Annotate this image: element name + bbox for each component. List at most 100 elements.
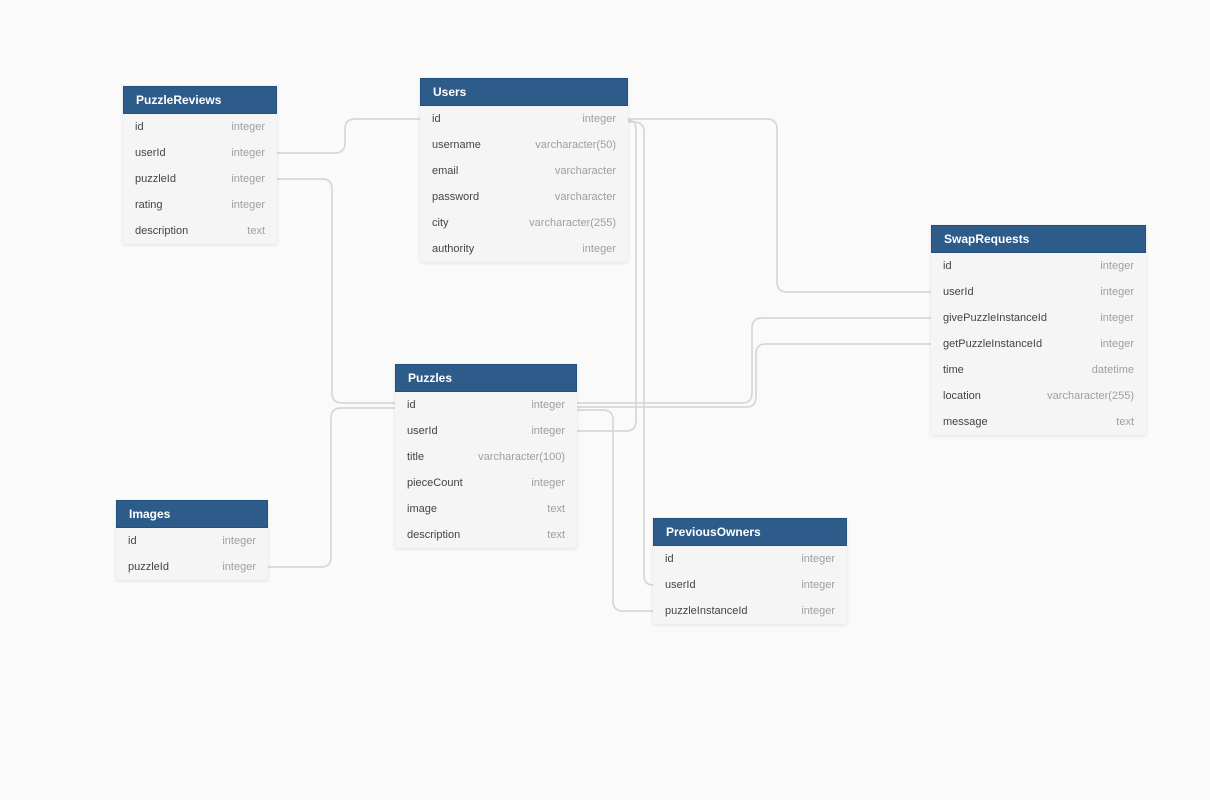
field-row-message[interactable]: message text: [931, 409, 1146, 435]
field-row-id[interactable]: id integer: [931, 253, 1146, 279]
field-type: text: [247, 225, 265, 237]
table-header-previousowners[interactable]: PreviousOwners: [653, 518, 847, 546]
field-type: integer: [582, 113, 616, 125]
field-name: id: [943, 260, 952, 272]
field-name: getPuzzleInstanceId: [943, 338, 1043, 350]
relationship-users-id-swaprequests-userid[interactable]: [628, 118, 931, 293]
field-name: userId: [135, 147, 166, 159]
field-row-id[interactable]: id integer: [116, 528, 268, 554]
relationship-puzzles-id-swaprequests-givepuzzleinstanceid[interactable]: [577, 317, 931, 404]
table-title: Users: [433, 85, 467, 99]
field-row-title[interactable]: title varcharacter(100): [395, 444, 577, 470]
relationship-puzzlereviews-userid-users-id[interactable]: [277, 118, 420, 154]
field-row-puzzleid[interactable]: puzzleId integer: [123, 166, 277, 192]
field-row-description[interactable]: description text: [395, 522, 577, 548]
field-type: integer: [231, 121, 265, 133]
field-name: message: [943, 416, 988, 428]
field-name: puzzleId: [128, 561, 169, 573]
field-row-id[interactable]: id integer: [123, 114, 277, 140]
field-row-userid[interactable]: userId integer: [123, 140, 277, 166]
field-name: description: [407, 529, 461, 541]
field-type: integer: [582, 243, 616, 255]
field-type: text: [547, 529, 565, 541]
relationship-puzzles-id-previousowners-puzzleinstanceid[interactable]: [577, 409, 653, 612]
field-name: image: [407, 503, 437, 515]
field-name: description: [135, 225, 189, 237]
field-name: puzzleId: [135, 173, 176, 185]
table-header-users[interactable]: Users: [420, 78, 628, 106]
relationship-puzzlereviews-puzzleid-puzzles-id[interactable]: [277, 178, 395, 404]
field-name: puzzleInstanceId: [665, 605, 748, 617]
field-type: integer: [1100, 338, 1134, 350]
table-title: Puzzles: [408, 371, 453, 385]
field-type: integer: [231, 173, 265, 185]
field-type: text: [547, 503, 565, 515]
field-type: integer: [222, 535, 256, 547]
field-name: id: [135, 121, 144, 133]
relationship-users-id-previousowners-userid[interactable]: [628, 121, 654, 586]
table-header-puzzles[interactable]: Puzzles: [395, 364, 577, 392]
field-type: varcharacter(255): [1047, 390, 1134, 402]
field-type: varcharacter(50): [535, 139, 616, 151]
field-name: email: [432, 165, 459, 177]
relationship-users-id-puzzles-userid[interactable]: [577, 119, 637, 432]
field-row-rating[interactable]: rating integer: [123, 192, 277, 218]
field-row-image[interactable]: image text: [395, 496, 577, 522]
field-name: id: [407, 399, 416, 411]
field-name: givePuzzleInstanceId: [943, 312, 1047, 324]
field-type: integer: [231, 147, 265, 159]
table-title: PuzzleReviews: [136, 93, 222, 107]
field-name: username: [432, 139, 481, 151]
table-images[interactable]: Images id integer puzzleId integer: [116, 500, 268, 580]
field-row-puzzleid[interactable]: puzzleId integer: [116, 554, 268, 580]
field-type: datetime: [1091, 364, 1134, 376]
field-row-username[interactable]: username varcharacter(50): [420, 132, 628, 158]
field-type: varcharacter: [554, 191, 616, 203]
field-type: integer: [231, 199, 265, 211]
field-type: integer: [801, 579, 835, 591]
field-name: title: [407, 451, 425, 463]
field-name: id: [128, 535, 137, 547]
field-type: text: [1116, 416, 1134, 428]
field-name: userId: [943, 286, 974, 298]
table-header-swaprequests[interactable]: SwapRequests: [931, 225, 1146, 253]
field-name: password: [432, 191, 480, 203]
relationship-images-puzzleid-puzzles-id[interactable]: [268, 407, 395, 568]
field-type: integer: [222, 561, 256, 573]
field-name: location: [943, 390, 981, 402]
table-title: Images: [129, 507, 171, 521]
table-header-images[interactable]: Images: [116, 500, 268, 528]
field-row-getpuzzleinstanceid[interactable]: getPuzzleInstanceId integer: [931, 331, 1146, 357]
field-row-location[interactable]: location varcharacter(255): [931, 383, 1146, 409]
field-type: integer: [531, 425, 565, 437]
field-row-password[interactable]: password varcharacter: [420, 184, 628, 210]
field-row-description[interactable]: description text: [123, 218, 277, 244]
field-type: varcharacter(100): [478, 451, 565, 463]
relationship-puzzles-id-swaprequests-getpuzzleinstanceid[interactable]: [577, 343, 931, 408]
table-title: PreviousOwners: [666, 525, 761, 539]
field-type: integer: [1100, 260, 1134, 272]
field-name: rating: [135, 199, 163, 211]
table-header-puzzlereviews[interactable]: PuzzleReviews: [123, 86, 277, 114]
field-type: integer: [531, 477, 565, 489]
